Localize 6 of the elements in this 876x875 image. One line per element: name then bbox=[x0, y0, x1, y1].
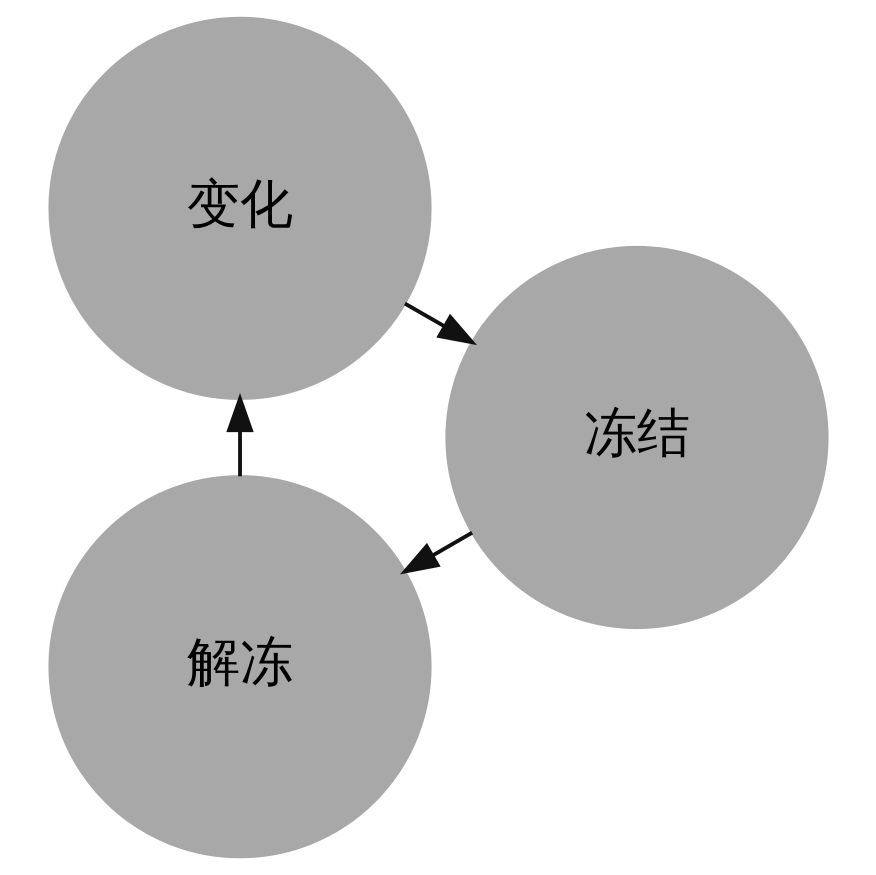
arrow bbox=[399, 531, 473, 574]
arrow bbox=[403, 302, 477, 346]
node-circle: 解冻 bbox=[48, 475, 432, 858]
node-circle: 冻结 bbox=[444, 246, 828, 630]
node-circle: 变化 bbox=[48, 16, 432, 400]
arrow bbox=[226, 393, 254, 476]
